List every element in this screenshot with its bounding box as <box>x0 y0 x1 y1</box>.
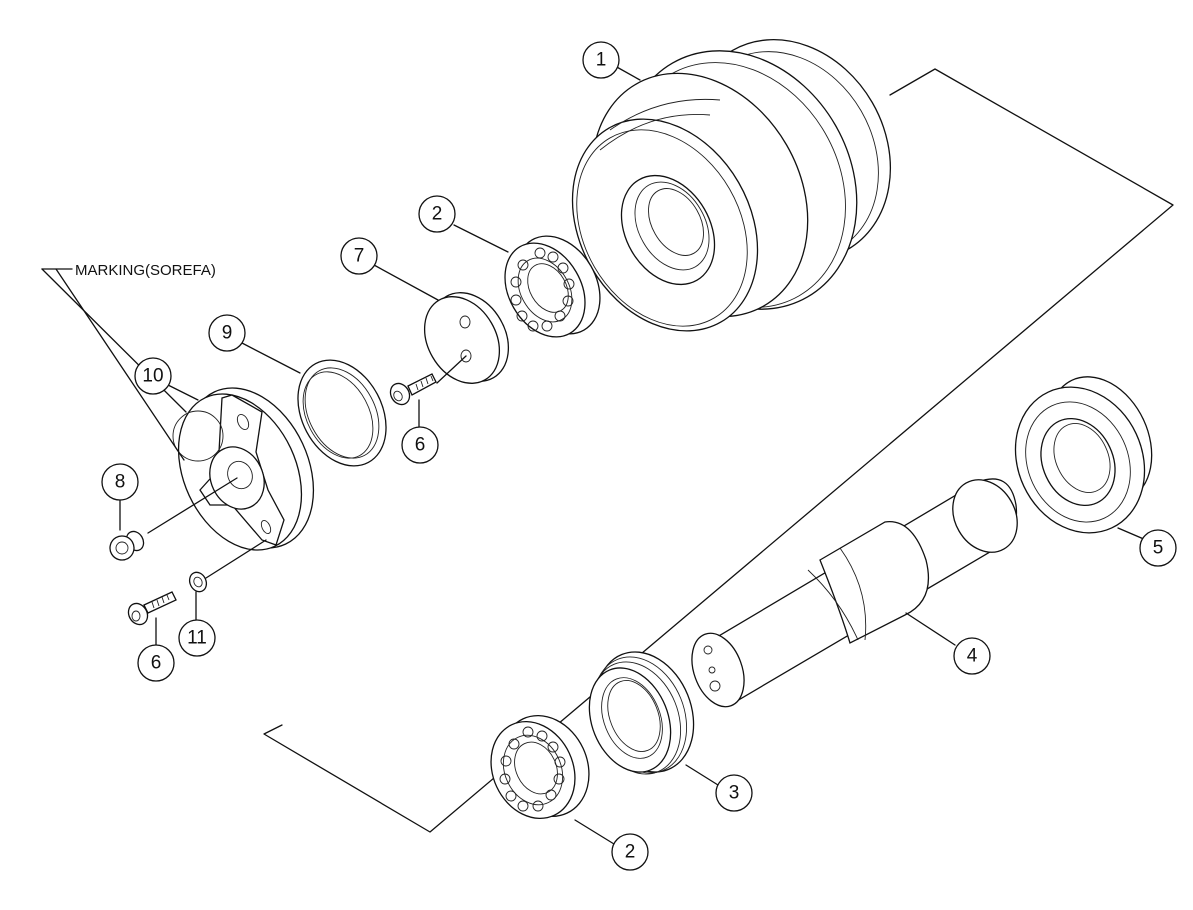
callout-11[interactable]: 11 <box>178 619 216 657</box>
plate-part <box>423 292 510 384</box>
callout-8-label: 8 <box>115 472 126 493</box>
bearing-lower-part <box>490 714 590 820</box>
callout-3[interactable]: 3 <box>715 774 753 812</box>
cover-part <box>172 387 315 551</box>
callout-6-lower[interactable]: 6 <box>137 644 175 682</box>
callout-4[interactable]: 4 <box>953 637 991 675</box>
callout-1[interactable]: 1 <box>582 41 620 79</box>
seal-part <box>588 651 695 775</box>
callout-9-label: 9 <box>222 323 233 344</box>
callout-2-upper-label: 2 <box>432 204 443 225</box>
marking-note: MARKING(SOREFA) <box>75 262 216 279</box>
callout-11-label: 11 <box>187 628 207 649</box>
callout-10-label: 10 <box>142 366 163 387</box>
bolt-lower-part <box>127 591 177 626</box>
collar-part <box>1014 376 1153 534</box>
roller-body-part <box>571 39 892 332</box>
callout-10[interactable]: 10 <box>134 357 172 395</box>
callout-9[interactable]: 9 <box>208 314 246 352</box>
plug-part <box>109 530 145 561</box>
callout-2-lower[interactable]: 2 <box>611 833 649 871</box>
shaft-part <box>691 478 1018 708</box>
callout-3-label: 3 <box>729 783 740 804</box>
callout-2-upper[interactable]: 2 <box>418 195 456 233</box>
callout-6-upper[interactable]: 6 <box>401 426 439 464</box>
callout-2-lower-label: 2 <box>625 842 636 863</box>
bearing-upper-part <box>504 235 601 338</box>
bolt-upper-part <box>389 373 437 406</box>
callout-6-upper-label: 6 <box>415 435 426 456</box>
callout-6-lower-label: 6 <box>151 653 162 674</box>
callout-1-label: 1 <box>596 50 607 71</box>
callout-7[interactable]: 7 <box>340 237 378 275</box>
callout-5[interactable]: 5 <box>1139 529 1177 567</box>
callout-7-label: 7 <box>354 246 365 267</box>
callout-8[interactable]: 8 <box>101 463 139 501</box>
callout-5-label: 5 <box>1153 538 1164 559</box>
callout-4-label: 4 <box>967 646 978 667</box>
assembly-bracket-upper <box>263 68 1174 833</box>
washer-part <box>188 571 208 593</box>
o-ring-part <box>297 359 387 467</box>
